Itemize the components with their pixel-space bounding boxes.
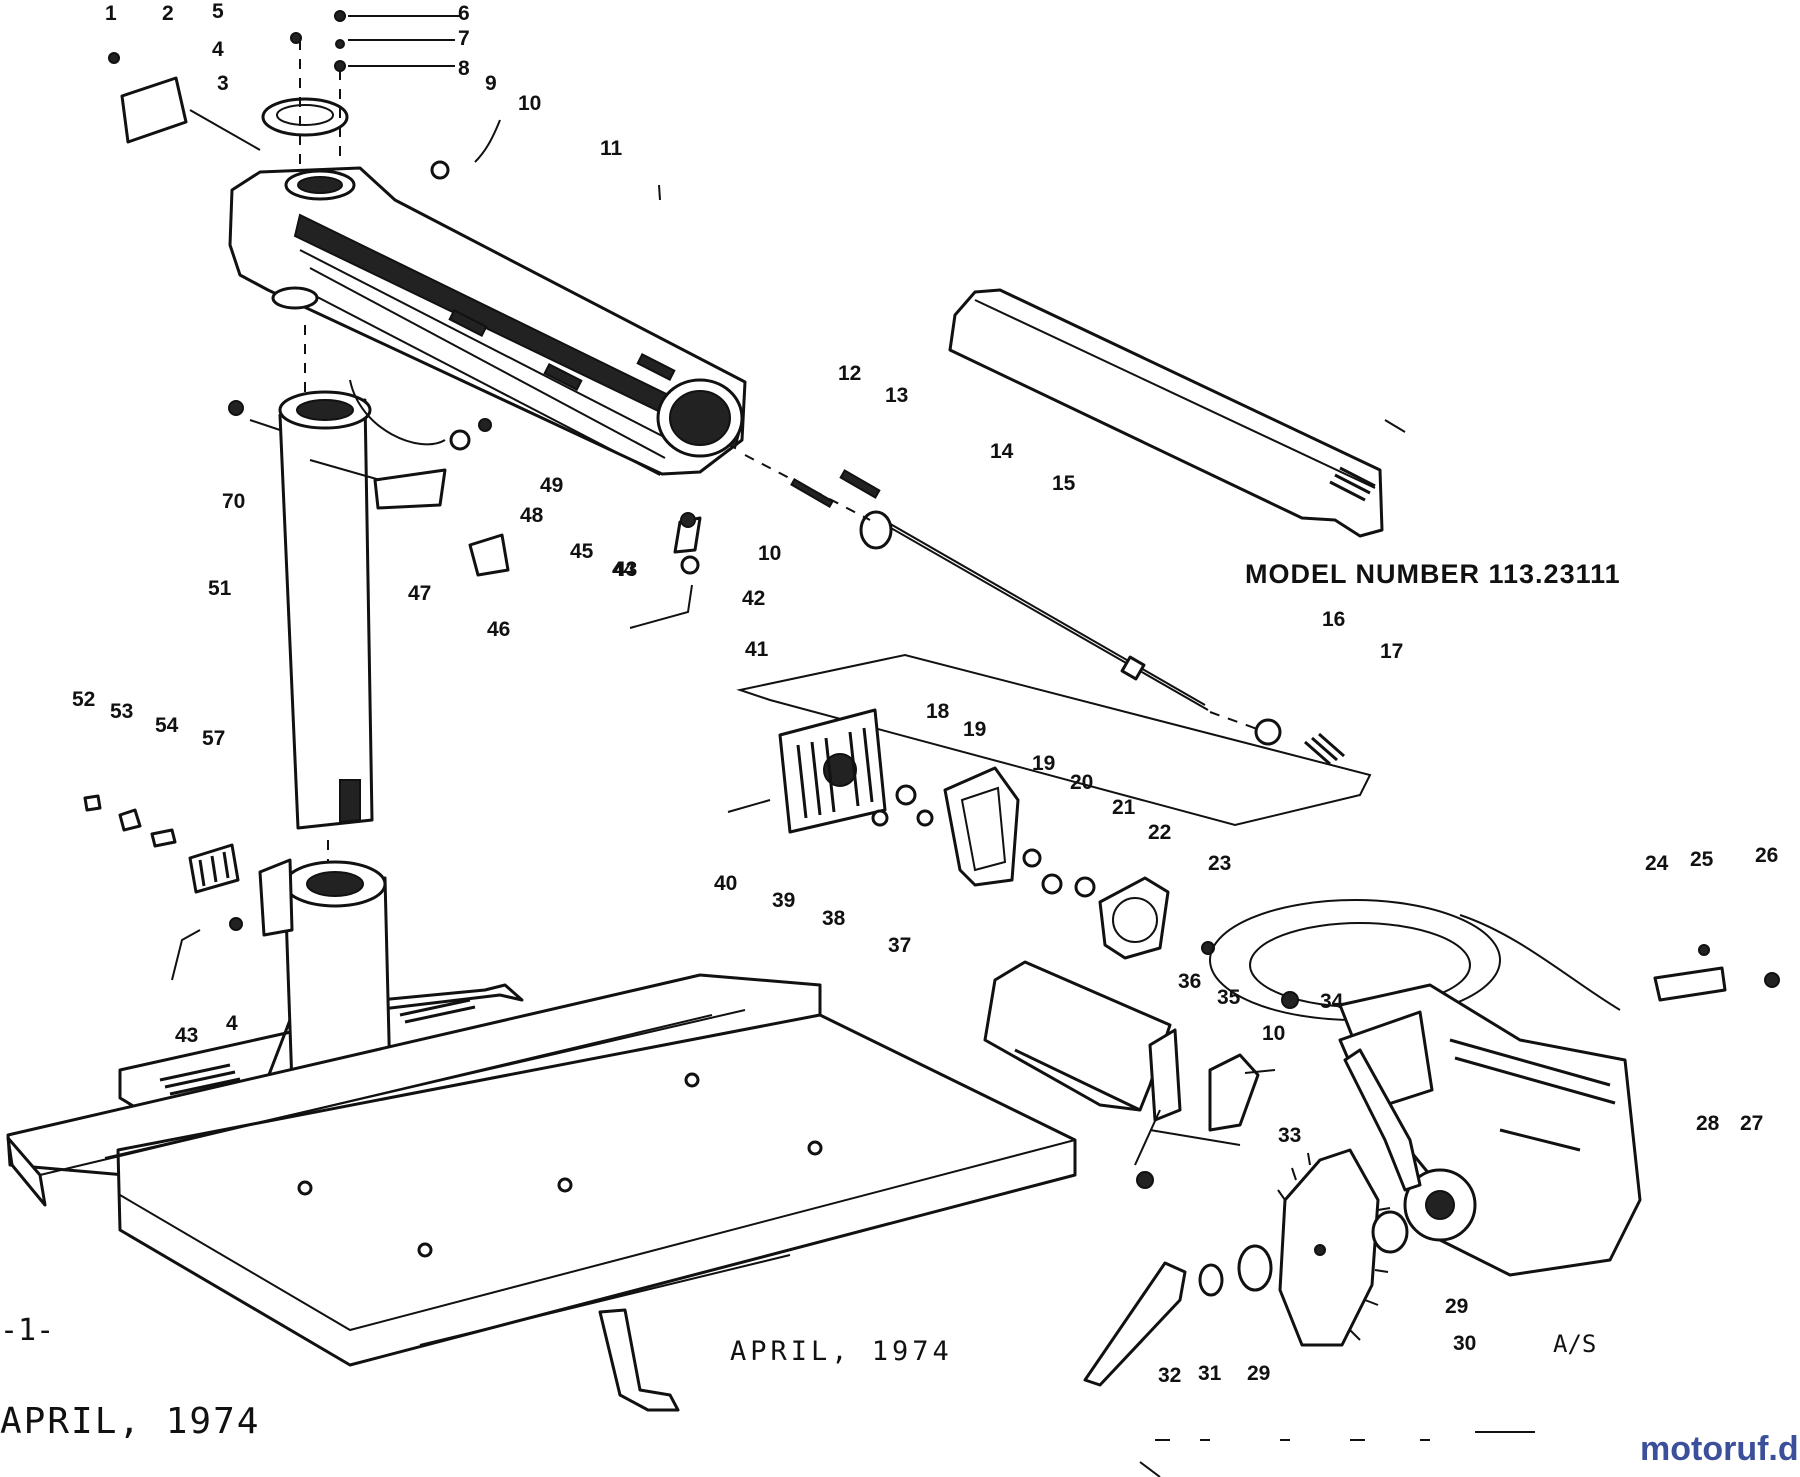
part-label: 29	[1445, 1295, 1468, 1318]
part-label: 22	[1148, 821, 1171, 844]
arm-cover	[948, 288, 1384, 538]
part-label: 30	[1453, 1332, 1476, 1355]
part-label: 41	[745, 638, 769, 661]
elevation-shaft	[744, 454, 1345, 766]
part-label: 28	[1696, 1112, 1720, 1135]
part-label: 12	[838, 362, 861, 385]
part-labels: 1 2 3 4 5 6 7 8 9 10 11 12 13 14 15 16 1…	[72, 0, 1778, 1387]
part-label: 51	[208, 577, 232, 600]
part-label: 53	[110, 700, 133, 723]
part-label: 33	[1278, 1124, 1301, 1147]
part-label: 37	[888, 934, 911, 957]
part-label: 57	[202, 727, 225, 750]
carriage-assembly	[727, 653, 1372, 960]
part-label: 10	[758, 542, 781, 565]
part-label: 54	[155, 714, 179, 737]
part-label: 6	[458, 2, 470, 25]
arm-cap-parts	[108, 10, 501, 180]
part-label: 47	[408, 582, 431, 605]
part-label: 24	[1645, 852, 1669, 875]
column	[278, 325, 446, 870]
code-mark: A/S	[1553, 1330, 1596, 1358]
part-label: 7	[458, 27, 470, 50]
part-label: 43	[175, 1024, 198, 1047]
part-label: 49	[540, 474, 563, 497]
part-label: 40	[714, 872, 737, 895]
part-label: 2	[162, 2, 174, 25]
part-label: 44	[612, 558, 636, 581]
part-label: 19	[963, 718, 986, 741]
base-and-table	[6, 858, 1077, 1412]
part-label: 21	[1112, 796, 1136, 819]
part-label: 4	[212, 38, 224, 61]
part-label: 42	[742, 587, 765, 610]
part-label: 31	[1198, 1362, 1222, 1385]
radial-arm-assembly	[228, 166, 747, 476]
part-label: 35	[1217, 986, 1241, 1009]
part-label: 8	[458, 57, 470, 80]
part-label: 5	[212, 0, 224, 23]
part-label: 39	[772, 889, 795, 912]
watermark: motoruf.de	[1640, 1430, 1800, 1468]
part-label: 14	[990, 440, 1014, 463]
part-label: 52	[72, 688, 95, 711]
part-label: 70	[222, 490, 245, 513]
part-label: 34	[1320, 990, 1344, 1013]
part-label: 4	[226, 1012, 238, 1035]
part-label: 45	[570, 540, 594, 563]
part-label: 32	[1158, 1364, 1181, 1387]
part-label: 10	[1262, 1022, 1285, 1045]
part-label: 20	[1070, 771, 1093, 794]
part-label: 10	[518, 92, 541, 115]
part-label: 26	[1755, 844, 1778, 867]
saw-blade-and-hardware	[1083, 1048, 1422, 1387]
part-label: 43	[614, 558, 637, 581]
part-label: 38	[822, 907, 846, 930]
model-number: MODEL NUMBER 113.23111	[1245, 559, 1621, 589]
part-label: 9	[485, 72, 497, 95]
column-clamp-parts	[228, 400, 702, 629]
part-label: 46	[487, 618, 510, 641]
part-label: 48	[520, 504, 544, 527]
motor-assembly	[1209, 899, 1780, 1277]
part-label: 16	[1322, 608, 1345, 631]
part-label: 23	[1208, 852, 1231, 875]
part-label: 19	[1032, 752, 1055, 775]
knob-parts	[83, 794, 243, 981]
page-marker: -1-	[0, 1313, 54, 1348]
part-label: 11	[600, 137, 623, 160]
date-label: APRIL, 1974	[730, 1336, 953, 1367]
part-label: 29	[1247, 1362, 1270, 1385]
part-label: 36	[1178, 970, 1201, 993]
part-label: 17	[1380, 640, 1403, 663]
part-label: 27	[1740, 1112, 1763, 1135]
part-label: 13	[885, 384, 908, 407]
part-label: 18	[926, 700, 950, 723]
part-label: 1	[105, 2, 117, 25]
date-label-left: APRIL, 1974	[0, 1401, 260, 1442]
part-label: 25	[1690, 848, 1714, 871]
part-label: 3	[217, 72, 229, 95]
part-label: 15	[1052, 472, 1076, 495]
